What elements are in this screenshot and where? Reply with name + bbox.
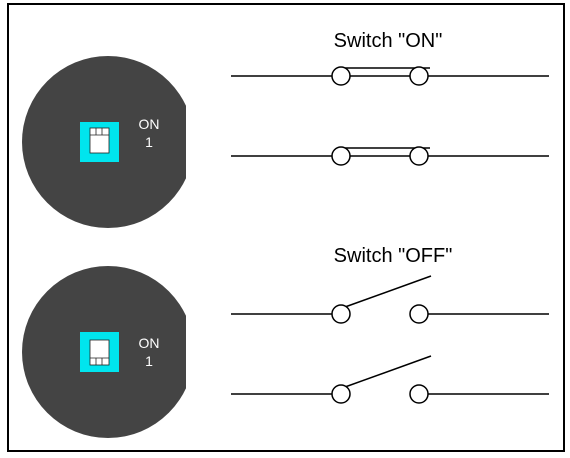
circuit-closed-1	[231, 66, 549, 86]
switch-contact	[331, 304, 351, 324]
dip-switch-slider[interactable]	[89, 339, 110, 366]
switch-contact	[409, 304, 429, 324]
switch-contact	[331, 384, 351, 404]
circuit-open-1	[231, 275, 549, 324]
dip-label-number: 1	[145, 134, 153, 150]
dip-switch-grip	[90, 128, 109, 136]
circuit-open-2	[231, 355, 549, 404]
section-title: Switch "ON"	[334, 30, 443, 52]
section-switch-off: ON 1 Switch "OFF"	[22, 245, 549, 438]
switch-contact	[409, 384, 429, 404]
switch-contact	[409, 146, 429, 166]
switch-contact	[409, 66, 429, 86]
circuit-closed-2	[231, 146, 549, 166]
dip-label-on: ON	[139, 116, 160, 132]
section-switch-on: ON 1 Switch "ON"	[22, 30, 549, 228]
switch-contact	[331, 66, 351, 86]
switch-contact	[331, 146, 351, 166]
dip-switch-grip	[90, 357, 109, 365]
section-title: Switch "OFF"	[334, 245, 453, 267]
dip-label-number: 1	[145, 353, 153, 369]
dip-label-on: ON	[139, 335, 160, 351]
dip-switch-slider[interactable]	[89, 127, 110, 154]
